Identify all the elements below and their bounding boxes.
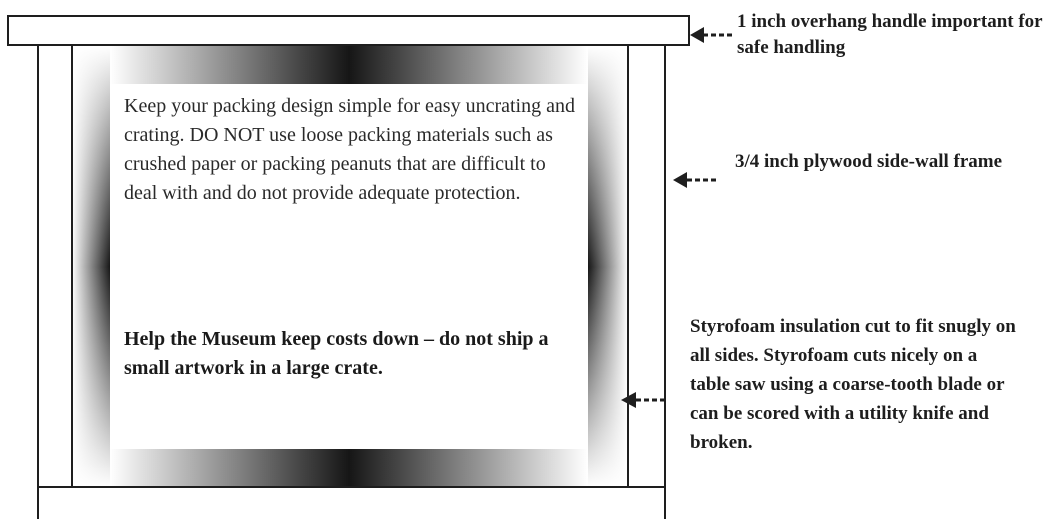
- overhang-handle: [7, 15, 690, 46]
- packing-advice-text: Keep your packing design simple for easy…: [124, 95, 575, 204]
- styrofoam-right-fade: [588, 46, 628, 487]
- cost-advice-text: Help the Museum keep costs down – do not…: [124, 328, 549, 379]
- handle-callout-label: 1 inch overhang handle important for saf…: [737, 11, 1043, 58]
- side-wall-callout-label: 3/4 inch plywood side-wall frame: [735, 151, 1003, 172]
- styrofoam-left-fade: [72, 46, 110, 487]
- crate-structure: [7, 15, 690, 519]
- callout-arrows: [621, 27, 732, 408]
- styrofoam-insulation: [72, 46, 628, 487]
- arrow-side-wall: [673, 172, 716, 188]
- styrofoam-callout-label: Styrofoam insulation cut to fit snugly o…: [690, 316, 1016, 453]
- styrofoam-top: [110, 46, 588, 84]
- arrow-handle: [690, 27, 732, 43]
- arrow-styrofoam: [621, 392, 665, 408]
- styrofoam-bottom: [110, 449, 588, 487]
